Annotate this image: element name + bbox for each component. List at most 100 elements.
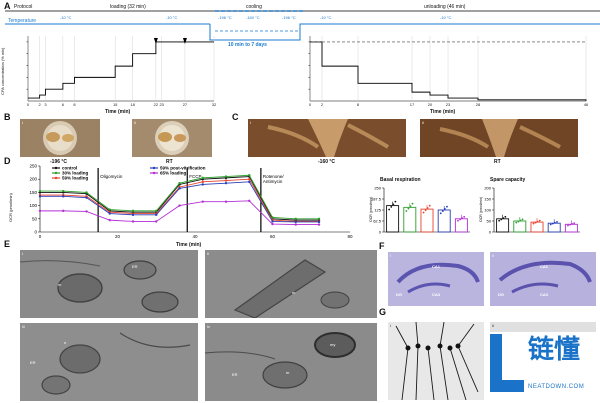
data-point [271, 216, 274, 219]
dot [457, 219, 459, 222]
y-tick-label: 100 [29, 203, 37, 208]
cryovial-image-frozen [20, 119, 100, 157]
legend-marker [152, 166, 156, 170]
g-sub-ii: ii [492, 323, 494, 328]
basal-title: Basal respiration [380, 177, 421, 183]
data-point [85, 191, 88, 194]
y-tick-label: 150 [484, 197, 491, 202]
data-point [38, 189, 42, 193]
dot [439, 212, 442, 215]
temp-left-2: -10 °C [166, 15, 178, 20]
data-point [155, 213, 158, 217]
unloading-label: unloading (46 min) [424, 4, 466, 10]
y-tick-label: 0 [379, 230, 382, 235]
x-tick-label: 3 [44, 102, 47, 107]
tissue-image-frozen [248, 119, 406, 157]
data-point [224, 175, 228, 178]
c-sub-ii: ii [422, 120, 424, 125]
cpa-xlabel-left: Time (min) [105, 109, 131, 115]
temp-right-1: -10 °C [320, 15, 332, 20]
data-point [155, 220, 158, 223]
dot [407, 207, 410, 210]
y-tick-label: 50 [487, 219, 492, 224]
dot [394, 200, 397, 203]
protocol-timeline [5, 10, 600, 41]
y-tick-label: 62.5 [373, 219, 382, 224]
data-point [294, 217, 297, 220]
dot [532, 222, 535, 225]
temp-mid-1: -160 °C [246, 15, 260, 20]
legend-marker [54, 176, 58, 180]
e-mark-5: n [64, 340, 67, 345]
dot [536, 220, 539, 223]
data-point [224, 200, 228, 203]
b-caption-left: -196 °C [50, 159, 68, 165]
e-sub-i: i [22, 251, 23, 256]
data-point [131, 213, 135, 217]
dot [441, 210, 444, 212]
f-dg-i: DG [396, 292, 402, 297]
protocol-label: Protocol [14, 4, 33, 10]
legend-label: 30% loading [62, 171, 89, 176]
data-point [317, 217, 321, 220]
f-ca1-ii: CA1 [540, 264, 549, 269]
data-point [38, 209, 42, 213]
data-point [131, 220, 135, 223]
dot [553, 221, 556, 224]
data-point [201, 176, 204, 180]
data-point [178, 187, 181, 190]
data-point [178, 204, 181, 207]
bar [496, 218, 510, 233]
cryovial-image-rt [132, 119, 212, 157]
bar-ylabel: OCR (pmol/min) [369, 197, 373, 222]
y-tick-label: 250 [29, 164, 37, 169]
dot [390, 206, 393, 208]
x-tick-label: 23 [159, 102, 164, 107]
x-tick-label: 0 [39, 234, 42, 239]
e-mark-2: ER [132, 264, 138, 269]
x-tick-label: 20 [428, 102, 433, 107]
dot [422, 211, 425, 214]
x-tick-label: 18 [130, 102, 135, 107]
g-sub-i: i [390, 323, 391, 328]
panel-f-letter: F [379, 241, 385, 251]
f-ca3-i: CA3 [432, 292, 441, 297]
dot [569, 223, 571, 226]
dot [567, 224, 569, 227]
x-tick-label: 28 [476, 102, 481, 107]
cpa-step-line [28, 41, 214, 99]
data-point [155, 209, 158, 213]
c-caption-right: RT [494, 159, 501, 165]
ocr-ylabel: OCR (pmol/min) [8, 193, 13, 222]
em-image-iii [20, 323, 198, 401]
dot [556, 220, 558, 223]
data-point [108, 212, 111, 215]
dot [463, 215, 466, 218]
dot [392, 203, 395, 206]
x-tick-label: 2 [321, 102, 324, 107]
dot [551, 222, 554, 225]
e-mark-7: ER [232, 372, 238, 377]
data-point [62, 189, 65, 193]
temp-right-2: -10 °C [440, 15, 452, 20]
e-mark-8: m [286, 370, 290, 375]
x-tick-label: 40 [192, 234, 198, 239]
e-sub-iv: iv [207, 324, 210, 329]
dot [428, 204, 431, 207]
dot [517, 220, 520, 223]
b-sub-ii: ii [134, 120, 136, 125]
loading-label: loading (32 min) [110, 4, 146, 10]
x-tick-label: 80 [347, 234, 353, 239]
b-caption-right: RT [166, 159, 173, 165]
legend-label: 65% loading [160, 171, 187, 176]
temp-left-1: -10 °C [60, 15, 72, 20]
spare-title: Spare capacity [490, 177, 526, 183]
data-point [85, 210, 88, 213]
cpa-ylabel: CPA concentration (% w/v) [0, 47, 5, 95]
neuron-image-ii [490, 322, 596, 332]
panel-e-letter: E [4, 239, 11, 249]
e-mark-6: my [330, 342, 336, 347]
